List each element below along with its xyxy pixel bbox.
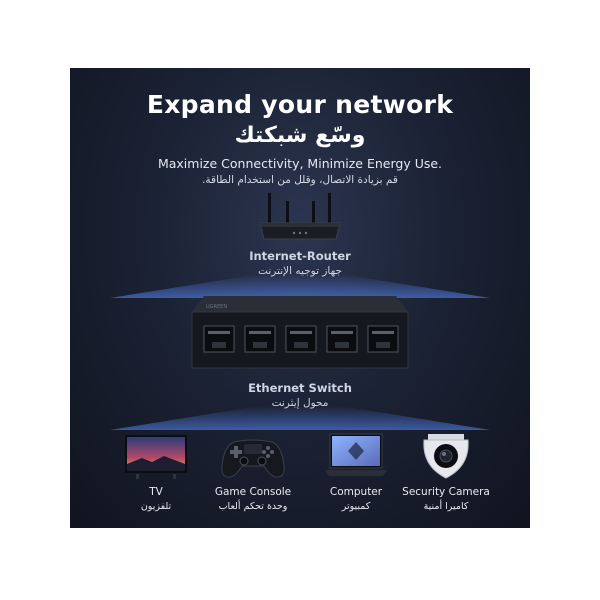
device-label-en: Game Console — [214, 486, 292, 498]
device-label-en: Computer — [329, 486, 383, 498]
headline-title-en: Expand your network — [146, 90, 454, 119]
device-label-ar: وحدة تحكم ألعاب — [218, 501, 288, 512]
device-label-ar: كمبيوتر — [341, 501, 371, 512]
network-diagram-panel: Expand your network وسّع شبكتك Maximize … — [70, 68, 530, 528]
headline-subtitle-ar: قم بزيادة الاتصال، وقلل من استخدام الطاق… — [202, 174, 398, 186]
tv-icon — [125, 435, 187, 479]
headline-title-ar: وسّع شبكتك — [234, 123, 366, 148]
device-label-en: TV — [149, 486, 163, 498]
device-label-en: Security Camera — [402, 486, 490, 498]
security-camera-icon — [423, 434, 469, 479]
ethernet-switch-icon: UGREEN — [191, 296, 409, 369]
connection-glow-top — [110, 274, 490, 298]
connection-glow-bottom — [110, 406, 490, 430]
switch-label-en: Ethernet Switch — [248, 381, 352, 395]
device-label-tv: TV تلفزيون — [106, 486, 206, 512]
router-icon — [259, 193, 341, 240]
laptop-icon — [325, 433, 387, 476]
headline-subtitle-en: Maximize Connectivity, Minimize Energy U… — [157, 156, 443, 171]
device-label-ar: كاميرا أمنية — [423, 501, 469, 512]
device-label-computer: Computer كمبيوتر — [306, 486, 406, 512]
game-controller-icon — [221, 439, 285, 478]
svg-text:UGREEN: UGREEN — [206, 304, 227, 310]
device-label-game-console: Game Console وحدة تحكم ألعاب — [203, 486, 303, 512]
device-label-ar: تلفزيون — [140, 501, 172, 512]
router-label-en: Internet-Router — [249, 249, 351, 263]
device-label-security-camera: Security Camera كاميرا أمنية — [396, 486, 496, 512]
